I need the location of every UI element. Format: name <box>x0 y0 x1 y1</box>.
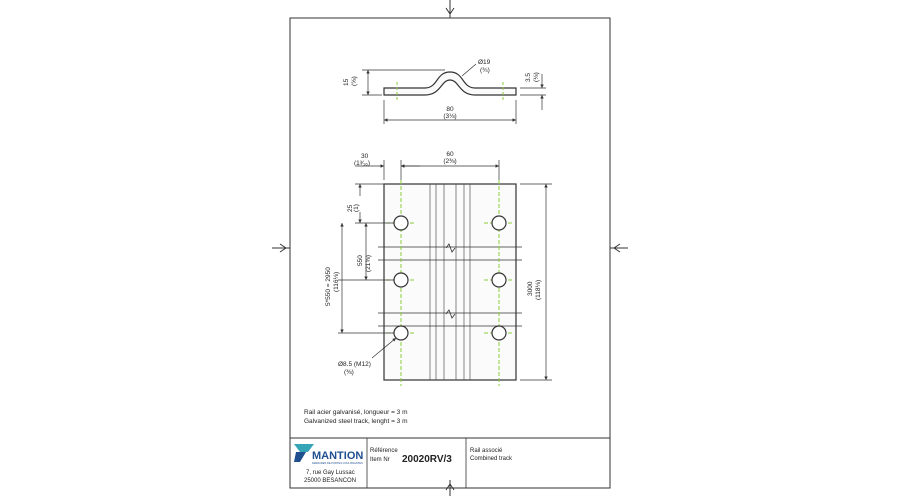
description-english: Combined track <box>470 456 513 462</box>
dim-bend-diameter: Ø19 <box>478 59 491 66</box>
dim-profile-height: 15 <box>343 78 350 86</box>
dim-profile-width: 80 <box>446 106 454 113</box>
reference-label: Référence <box>370 448 398 454</box>
centering-marks <box>272 0 628 496</box>
dim-thickness: 3.5 <box>525 73 532 82</box>
dim-first-hole-offset-in: (1) <box>353 204 360 212</box>
plan-dimensions <box>338 160 552 381</box>
profile-dimension-labels: 15 (⅝) Ø19 (¾) 3.5 (⅛) 80 (3⅛) <box>343 59 540 120</box>
dim-total-length-in: (118⅛) <box>535 280 542 300</box>
dim-profile-width-in: (3⅛) <box>443 113 456 120</box>
profile-dimensions <box>362 63 546 124</box>
dim-bend-diameter-in: (¾) <box>480 67 490 74</box>
company-name: MANTION <box>312 450 363 462</box>
dim-thickness-in: (⅛) <box>533 72 540 82</box>
company-tagline: FERRURES DE PORTES COULISSANTES <box>312 461 363 465</box>
dim-first-hole-offset: 25 <box>347 204 354 212</box>
note-french: Rail acier galvanisé, longueur = 3 m <box>304 409 408 416</box>
title-block: MANTION FERRURES DE PORTES COULISSANTES … <box>290 437 610 488</box>
address-city: 25000 BESANCON <box>304 478 356 484</box>
logo-mark <box>294 444 314 452</box>
rail-plan-groove <box>429 184 471 380</box>
dim-profile-height-in: (⅝) <box>351 76 358 86</box>
dim-total-length: 3000 <box>527 281 534 296</box>
rail-plan-view <box>378 180 522 386</box>
mounting-hole <box>393 325 409 341</box>
dim-hole-diameter: Ø8.5 (M12) <box>338 361 371 368</box>
mounting-hole <box>491 215 507 231</box>
dim-hole-pitch: 550 <box>357 255 364 266</box>
rail-profile-view <box>383 71 517 101</box>
reference-number: 20020RV/3 <box>402 454 452 465</box>
item-label: Item Nr <box>370 457 390 463</box>
company-logo: MANTION FERRURES DE PORTES COULISSANTES <box>294 444 363 465</box>
dim-hole-diameter-in: (⅜) <box>344 369 354 376</box>
mounting-hole <box>393 272 409 288</box>
mounting-hole <box>491 272 507 288</box>
mounting-hole <box>491 325 507 341</box>
note-english: Galvanized steel track, lenght = 3 m <box>304 418 408 425</box>
dim-hole-spacing-x: 60 <box>446 151 454 158</box>
dim-edge-to-hole: 30 <box>361 153 369 160</box>
address-street: 7, rue Gay Lussac <box>306 470 355 476</box>
plan-dimension-labels: 30 (1³⁄₁₆) 60 (2⅜) 25 (1) 550 (21⅝) 5*55… <box>325 151 542 376</box>
mounting-hole <box>393 215 409 231</box>
rail-profile-outline <box>383 71 517 96</box>
description-french: Rail associé <box>470 448 503 454</box>
dim-pitch-total: 5*550 = 2950 <box>325 267 332 306</box>
mounting-holes <box>393 215 507 341</box>
dim-pitch-total-in: (116⅛) <box>333 272 340 292</box>
dim-hole-spacing-x-in: (2⅜) <box>443 158 456 165</box>
dim-hole-pitch-in: (21⅝) <box>365 255 372 272</box>
dim-edge-to-hole-in: (1³⁄₁₆) <box>354 160 370 167</box>
